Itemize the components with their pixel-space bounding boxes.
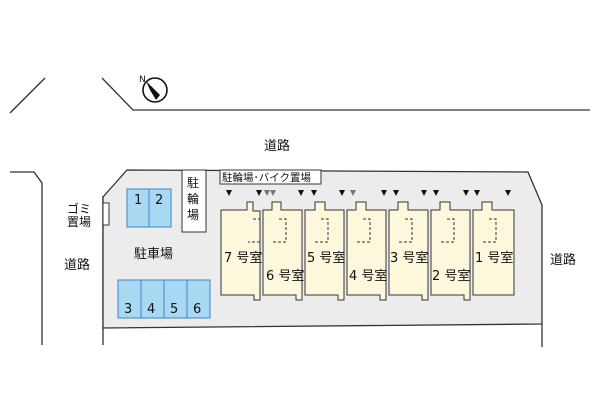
parking-space: [148, 188, 172, 228]
room-label: 5 号室: [307, 250, 345, 266]
road-edge-top-left: [9, 77, 46, 114]
building: [220, 201, 515, 301]
bicycle-parking-area: [181, 169, 207, 233]
bike-marker: [339, 190, 345, 196]
room-label: 1 号室: [475, 250, 513, 266]
bike-marker: [256, 190, 262, 196]
bike-area-label: 駐輪場･バイク置場: [222, 171, 312, 184]
unit-5: [304, 201, 345, 301]
bike-marker: [433, 190, 439, 196]
bike-marker: [264, 190, 270, 196]
unit-7: [220, 201, 261, 301]
road-label-top: 道路: [264, 138, 290, 154]
parking-spaces-top: 1 2: [126, 188, 172, 228]
bike-marker: [270, 190, 276, 196]
bike-area-label-box: [219, 169, 322, 185]
garbage-label-line2: 置場: [67, 215, 91, 229]
bike-marker: [505, 190, 511, 196]
bicycle-parking-char: 場: [187, 208, 199, 222]
parking-space: [186, 279, 211, 319]
garbage-area: [102, 202, 110, 226]
parking-spaces-bottom: 3 4 5 6: [117, 279, 211, 319]
unit-6: [262, 201, 303, 301]
bike-marker: [311, 190, 317, 196]
room-label: 7 号室: [224, 250, 262, 266]
room-label: 2 号室: [432, 268, 470, 284]
bike-marker: [298, 190, 304, 196]
bicycle-parking-char: 輪: [187, 191, 199, 206]
unit-3: [388, 201, 429, 301]
compass-letter: N: [139, 75, 146, 85]
bike-marker: [421, 190, 427, 196]
room-labels: 7 号室 6 号室 5 号室 4 号室 3 号室 2 号室 1 号室: [224, 250, 513, 284]
garbage-label-line1: ゴミ: [67, 201, 91, 216]
parking-number: 6: [193, 302, 201, 317]
parking-number: 5: [170, 302, 178, 317]
bike-marker: [350, 190, 356, 196]
parking-number: 2: [155, 193, 163, 208]
road-edge-top-right: [101, 77, 590, 111]
road-label-right: 道路: [550, 252, 576, 268]
bike-space-markers: [226, 190, 511, 196]
room-label: 3 号室: [390, 250, 428, 266]
unit-4: [346, 201, 387, 301]
bike-marker: [463, 190, 469, 196]
road-label-left: 道路: [64, 257, 90, 273]
bike-marker: [393, 190, 399, 196]
room-label: 6 号室: [266, 268, 304, 284]
parking-number: 4: [147, 302, 155, 317]
north-arrow-icon: N: [139, 75, 168, 103]
bike-marker: [381, 190, 387, 196]
parking-lot-label: 駐車場: [134, 247, 173, 262]
bike-marker: [226, 190, 232, 196]
room-label: 4 号室: [349, 268, 387, 284]
parking-number: 1: [134, 193, 142, 208]
unit-1: [472, 201, 515, 296]
bicycle-parking-char: 駐: [187, 175, 199, 190]
parking-number: 3: [124, 302, 132, 317]
unit-2: [430, 201, 471, 301]
road-edge-left-outer: [10, 171, 43, 345]
bike-marker: [474, 190, 480, 196]
